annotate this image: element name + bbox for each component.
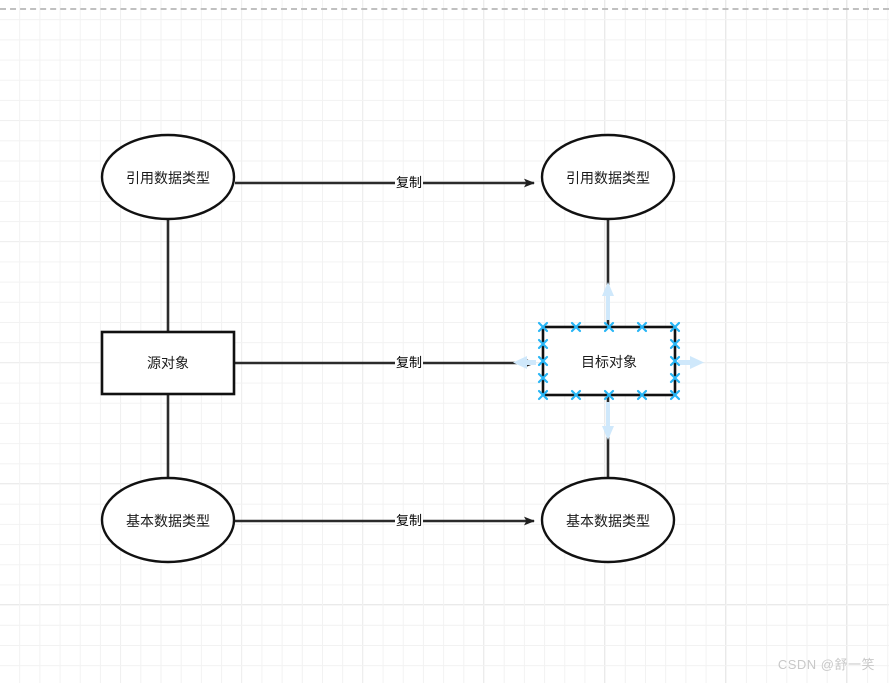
rect-source-object[interactable]	[100, 330, 236, 396]
rect-target-object[interactable]	[541, 325, 677, 397]
edge-label-copy-primitive-type[interactable]: 复制	[394, 513, 424, 528]
ellipse-reference-data-type-target[interactable]	[540, 133, 676, 221]
direction-hint-up-icon[interactable]	[602, 282, 614, 320]
selection-handle[interactable]	[603, 321, 615, 333]
copy-edges[interactable]	[235, 178, 536, 526]
selection-handle[interactable]	[603, 389, 615, 401]
shape-nodes[interactable]	[100, 133, 677, 564]
label-reference-data-type-source: 引用数据类型	[126, 170, 210, 186]
selection-handle[interactable]	[669, 321, 681, 333]
selection-handle[interactable]	[669, 338, 681, 350]
selection-handle[interactable]	[636, 389, 648, 401]
selection-handle[interactable]	[537, 372, 549, 384]
ellipse-primitive-data-type-source[interactable]	[100, 476, 236, 564]
direction-hints[interactable]	[513, 282, 704, 440]
direction-hint-down-icon[interactable]	[602, 402, 614, 440]
edge-label-copy-reference-type[interactable]: 复制	[394, 175, 424, 190]
selection-handle[interactable]	[570, 389, 582, 401]
ellipse-reference-data-type-source[interactable]	[100, 133, 236, 221]
watermark-text: CSDN @舒一笑	[777, 657, 875, 672]
direction-hint-right-icon[interactable]	[678, 356, 704, 369]
label-primitive-data-type-target: 基本数据类型	[566, 513, 650, 529]
label-primitive-data-type-source: 基本数据类型	[126, 513, 210, 529]
selection-handle[interactable]	[537, 321, 549, 333]
selection-handle[interactable]	[537, 338, 549, 350]
selection-handle[interactable]	[669, 372, 681, 384]
label-source-object: 源对象	[147, 355, 189, 371]
ellipse-primitive-data-type-target[interactable]	[540, 476, 676, 564]
label-reference-data-type-target: 引用数据类型	[566, 170, 650, 186]
selection-handle[interactable]	[636, 321, 648, 333]
selection-handle[interactable]	[537, 355, 549, 367]
edge-label-copy-object[interactable]: 复制	[394, 355, 424, 370]
selection-handle[interactable]	[669, 355, 681, 367]
selection-handle[interactable]	[669, 389, 681, 401]
direction-hint-left-icon[interactable]	[513, 356, 536, 369]
selection-handles[interactable]	[537, 321, 681, 401]
selection-handle[interactable]	[537, 389, 549, 401]
selection-handle[interactable]	[570, 321, 582, 333]
label-target-object: 目标对象	[581, 354, 637, 370]
